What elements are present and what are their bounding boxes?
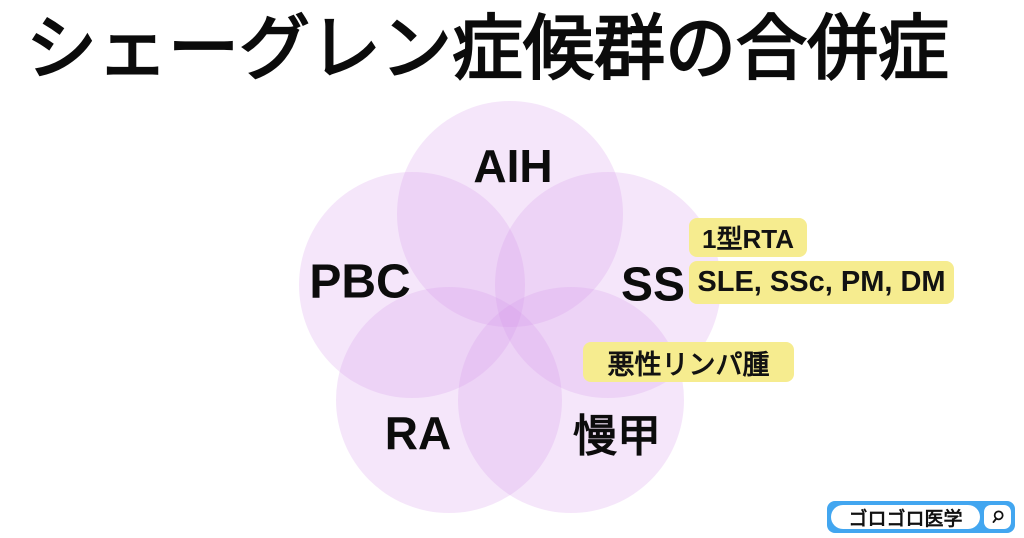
label-aih: AIH — [473, 140, 553, 192]
tag-sle-ssc-pm-dm: SLE, SSc, PM, DM — [689, 261, 954, 304]
brand-name-field: ゴロゴロ医学 — [831, 505, 980, 530]
circle-mankou — [458, 287, 684, 513]
page-title: シェーグレン症候群の合併症 — [26, 10, 950, 89]
circle-pbc — [299, 172, 525, 398]
circle-aih — [397, 101, 623, 327]
brand-badge: ゴロゴロ医学 — [827, 501, 1015, 533]
label-pbc: PBC — [309, 255, 411, 309]
label-ra: RA — [384, 407, 452, 459]
tag-malignant-lymphoma: 悪性リンパ腫 — [583, 342, 794, 382]
search-button — [984, 505, 1011, 529]
brand-name: ゴロゴロ医学 — [848, 508, 963, 530]
label-mankou: 慢甲 — [573, 412, 661, 461]
circle-ra — [336, 287, 562, 513]
label-ss: SS — [620, 258, 686, 312]
tag-type1-rta: 1型RTA — [689, 218, 807, 257]
magnifier-icon — [992, 510, 1004, 524]
